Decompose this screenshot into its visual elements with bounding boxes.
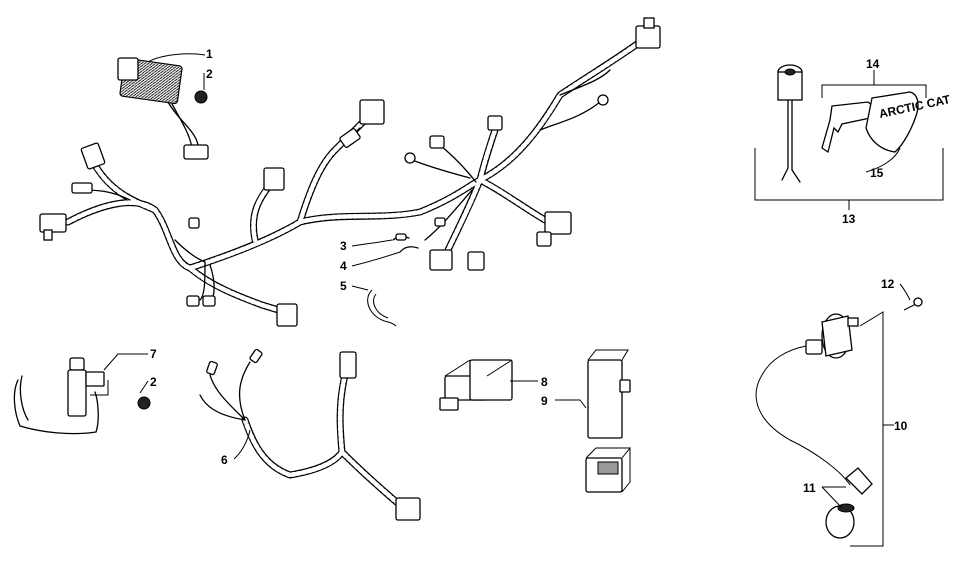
callout-8: 8: [541, 375, 548, 389]
callout-15: 15: [870, 166, 884, 180]
callout-2b: 2: [150, 375, 157, 389]
key-bracket-14: [821, 70, 927, 98]
switch-bracket-13: [754, 148, 944, 210]
nut-2b: [137, 396, 151, 410]
callout-13: 13: [842, 212, 856, 226]
main-wiring-harness: [39, 17, 661, 327]
callout-12: 12: [881, 277, 895, 291]
callout-2a: 2: [206, 67, 213, 81]
ignition-coil-10: [755, 313, 859, 486]
callout-9: 9: [541, 394, 548, 408]
callout-11: 11: [803, 481, 816, 495]
cable-strap-5: [367, 289, 397, 327]
cdi-module-9: [585, 349, 632, 493]
callout-7: 7: [150, 347, 157, 361]
ignition-switch-assembly: ARCTIC CAT: [777, 64, 952, 183]
relay-7: [13, 357, 109, 435]
callout-14: 14: [866, 57, 880, 71]
callout-3: 3: [340, 239, 347, 253]
wire-tie-4: [399, 246, 419, 253]
callout-4: 4: [340, 259, 347, 273]
callouts: 1 2 3 4 5 6 7 2 8 9 10 11 12 13 14 15: [150, 47, 908, 495]
voltage-regulator: [117, 57, 209, 160]
leader-lines: [103, 53, 911, 509]
screw-12: [903, 297, 923, 311]
nut-2a: [194, 90, 208, 104]
coil-bracket-10: [850, 311, 894, 547]
connector-clip-3: [392, 233, 410, 241]
callout-6: 6: [221, 453, 228, 467]
callout-10: 10: [894, 419, 908, 433]
callout-5: 5: [340, 279, 347, 293]
relay-8: [439, 359, 513, 411]
spark-plug-boot-11: [825, 467, 873, 539]
callout-1: 1: [206, 47, 213, 61]
sub-harness-6: [199, 348, 421, 521]
